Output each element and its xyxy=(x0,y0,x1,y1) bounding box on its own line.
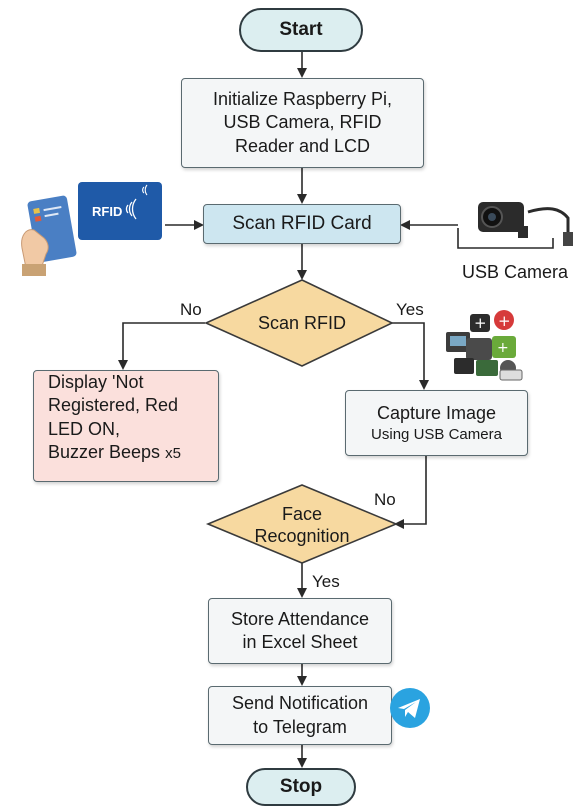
initialize-line-3: Reader and LCD xyxy=(234,135,371,156)
notify-line-1: Send Notification xyxy=(231,693,369,714)
face-yes-label: Yes xyxy=(312,572,340,591)
edge-capture-face xyxy=(394,456,427,529)
rfid-no-label: No xyxy=(180,300,202,319)
capture-line-2: Using USB Camera xyxy=(371,425,502,443)
store-line-1: Store Attendance xyxy=(230,608,370,629)
not-registered-node: Display 'Not Registered, Red LED ON, Buz… xyxy=(33,370,219,482)
capture-image-node: Capture Image Using USB Camera xyxy=(345,390,528,456)
buzzer-count: x5 xyxy=(165,445,181,463)
edge-rfid-yes xyxy=(370,322,429,390)
buzzer-text: Buzzer Beeps xyxy=(48,442,161,463)
rfid-card-hand-icon: RFID xyxy=(21,182,162,276)
svg-text:+: + xyxy=(474,314,487,332)
edge-camera-scan xyxy=(457,228,554,249)
capture-line-1: Capture Image xyxy=(376,402,497,423)
not-registered-line-3: LED ON, xyxy=(48,418,121,439)
decision-face-label: Face Recognition xyxy=(236,502,368,548)
edge-rfid-no xyxy=(118,322,205,370)
face-no-label: No xyxy=(374,490,396,509)
initialize-line-2: USB Camera, RFID xyxy=(223,112,382,133)
decision-rfid-label: Scan RFID xyxy=(257,312,347,333)
decision-rfid-shape xyxy=(204,279,394,367)
svg-text:+: + xyxy=(498,312,511,330)
not-registered-line-4: Buzzer Beeps x5 xyxy=(48,441,181,464)
not-registered-line-2: Registered, Red xyxy=(48,395,179,416)
notify-line-2: to Telegram xyxy=(253,716,347,737)
scan-rfid-card-node: Scan RFID Card xyxy=(203,204,401,244)
store-line-2: in Excel Sheet xyxy=(242,632,358,652)
face-line-1: Face xyxy=(281,503,323,524)
not-registered-line-1: Display 'Not xyxy=(48,372,144,392)
svg-text:+: + xyxy=(497,340,509,356)
rfid-yes-label: Yes xyxy=(396,300,424,319)
usb-camera-label: USB Camera xyxy=(462,262,569,282)
telegram-icon xyxy=(390,688,430,728)
send-notification-node: Send Notification to Telegram xyxy=(208,686,392,745)
decision-face-shape xyxy=(205,484,399,564)
rfid-card-label: RFID xyxy=(92,204,122,219)
usb-camera-icon xyxy=(478,202,573,246)
store-attendance-node: Store Attendance in Excel Sheet xyxy=(208,598,392,664)
initialize-node: Initialize Raspberry Pi, USB Camera, RFI… xyxy=(181,78,424,168)
face-line-2: Recognition xyxy=(254,526,350,546)
electronic-components-icon: + + + xyxy=(446,310,523,381)
stop-node: Stop xyxy=(246,768,356,806)
start-node: Start xyxy=(239,8,363,52)
initialize-line-1: Initialize Raspberry Pi, xyxy=(212,88,393,109)
